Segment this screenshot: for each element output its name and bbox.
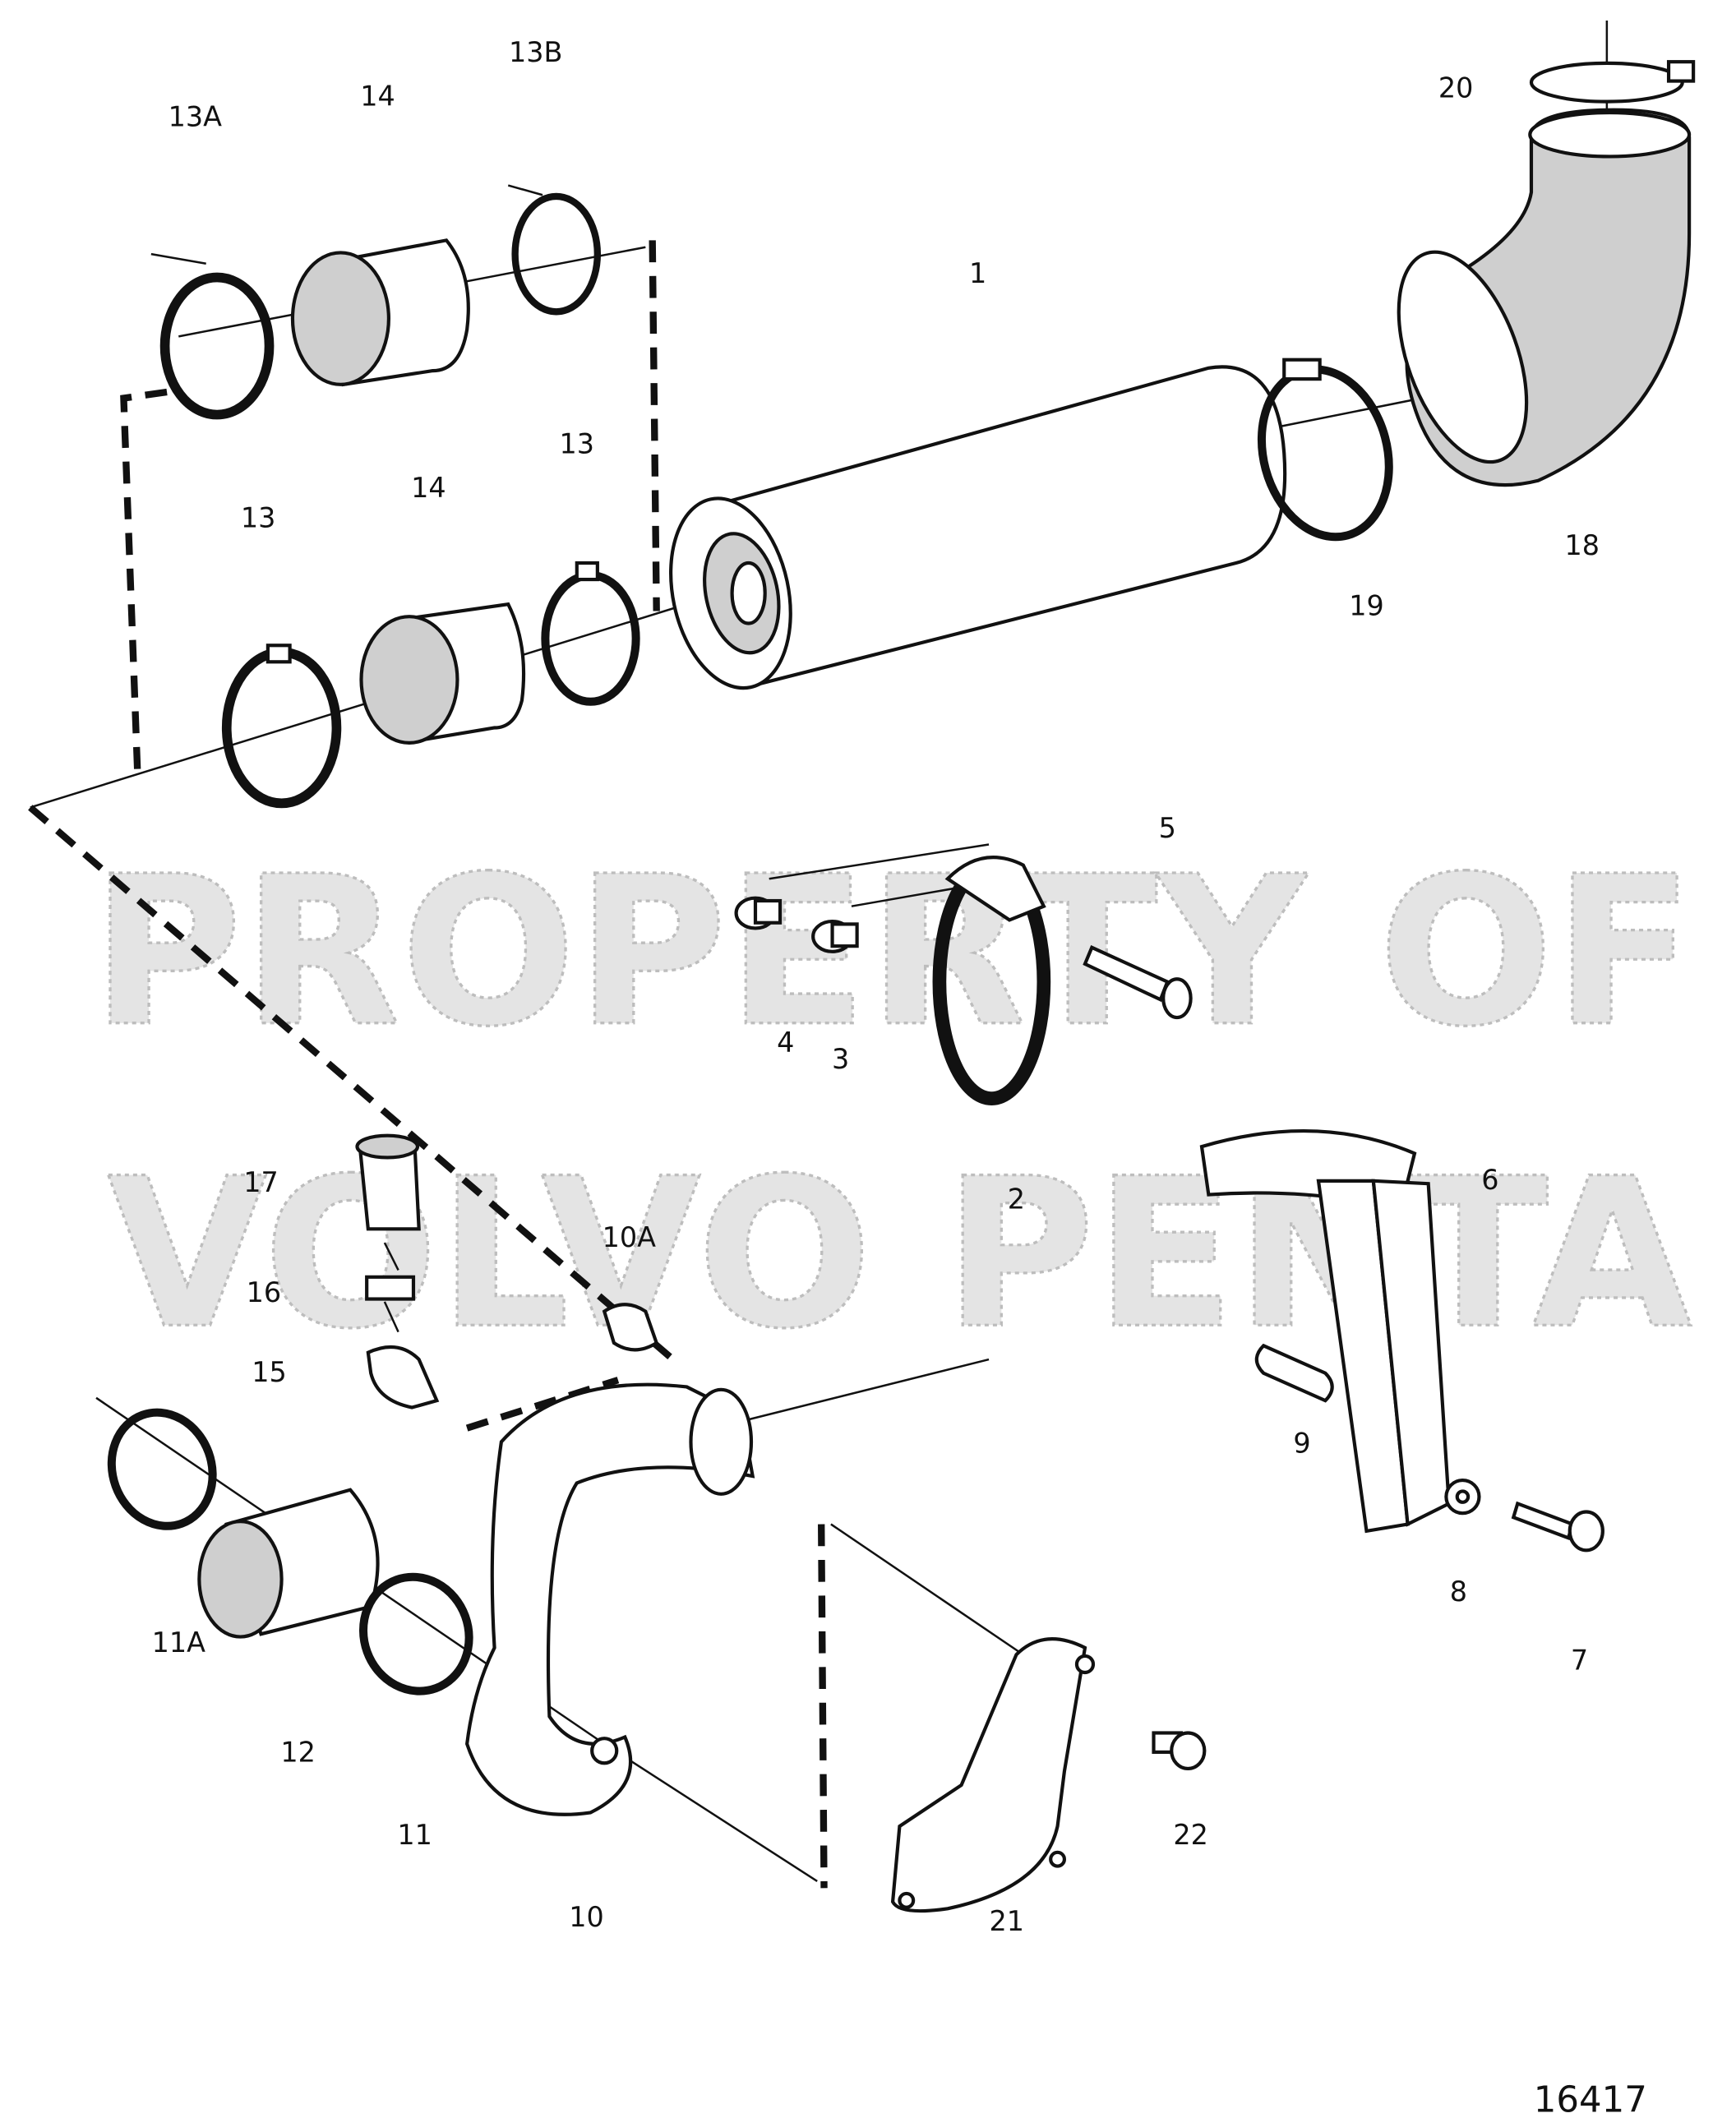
- part-5-bolt: [1083, 945, 1193, 1020]
- callout-13b: 13B: [509, 36, 562, 68]
- callout-15: 15: [252, 1356, 287, 1388]
- callout-17: 17: [243, 1166, 279, 1198]
- callout-labels: 13B 14 13A 20 1 13 13 14 19 18 5 4 3 2 6…: [152, 36, 1647, 2120]
- part-20-hose-clamp: [1529, 60, 1696, 104]
- part-9-spacer: [1254, 1343, 1334, 1403]
- callout-19: 19: [1349, 589, 1384, 621]
- callout-16: 16: [247, 1276, 282, 1308]
- part-3-spacer: [811, 919, 859, 953]
- part-11a-clamp: [107, 1408, 217, 1530]
- part-17-cap: [355, 1133, 421, 1231]
- part-10a-plug: [602, 1303, 659, 1352]
- callout-11: 11: [397, 1819, 432, 1851]
- part-19-hose-clamp: [1257, 358, 1393, 542]
- callout-6: 6: [1481, 1164, 1498, 1196]
- callout-10: 10: [569, 1901, 604, 1933]
- watermark: PROPERTY OF VOLVO PENTA: [90, 831, 1696, 1376]
- callout-3: 3: [832, 1043, 849, 1075]
- part-1-muffler: [669, 365, 1287, 690]
- callout-14-lower: 14: [411, 472, 446, 504]
- part-13a-clamp: [150, 252, 275, 420]
- part-12-hose: [197, 1488, 380, 1639]
- callout-1: 1: [969, 257, 986, 289]
- callout-21: 21: [989, 1905, 1024, 1937]
- callout-10a: 10A: [603, 1221, 657, 1253]
- callout-7: 7: [1571, 1645, 1588, 1677]
- callout-14-upper: 14: [360, 81, 395, 113]
- part-18-elbow-hose: [1397, 108, 1692, 487]
- part-4-spacer: [734, 896, 783, 930]
- callout-13-right: 13: [560, 427, 595, 459]
- part-21-mounting-plate: [890, 1637, 1096, 1913]
- part-7-bolt: [1511, 1501, 1604, 1553]
- part-2-bracket-clamp: [932, 856, 1051, 1105]
- callout-12: 12: [280, 1737, 316, 1769]
- part-22-bolt: [1152, 1731, 1207, 1771]
- part-11-clamp: [359, 1572, 473, 1696]
- callout-4: 4: [777, 1027, 794, 1059]
- callout-22: 22: [1173, 1819, 1208, 1851]
- part-8-washer: [1444, 1478, 1481, 1516]
- drawing-number: 16417: [1534, 2080, 1647, 2121]
- callout-8: 8: [1450, 1576, 1467, 1608]
- part-16-nut: [365, 1242, 416, 1333]
- callout-13-left: 13: [241, 502, 276, 534]
- part-10-exhaust-pipe: [465, 1382, 755, 1816]
- callout-9: 9: [1293, 1428, 1310, 1460]
- part-13-clamp-left: [221, 644, 342, 809]
- callout-20: 20: [1438, 72, 1474, 104]
- callout-5: 5: [1159, 812, 1176, 844]
- callout-13a: 13A: [169, 101, 223, 133]
- part-14-hose-lower: [359, 602, 526, 745]
- part-15-elbow-fitting: [366, 1345, 440, 1410]
- watermark-line-2: VOLVO PENTA: [108, 1134, 1692, 1374]
- watermark-line-1: PROPERTY OF: [91, 833, 1694, 1073]
- callout-18: 18: [1565, 529, 1600, 561]
- callout-11a: 11A: [152, 1626, 206, 1659]
- part-13b-clamp: [507, 184, 602, 316]
- callout-2: 2: [1008, 1183, 1025, 1215]
- part-14-hose-upper: [290, 238, 470, 387]
- part-13-clamp-right: [541, 561, 640, 706]
